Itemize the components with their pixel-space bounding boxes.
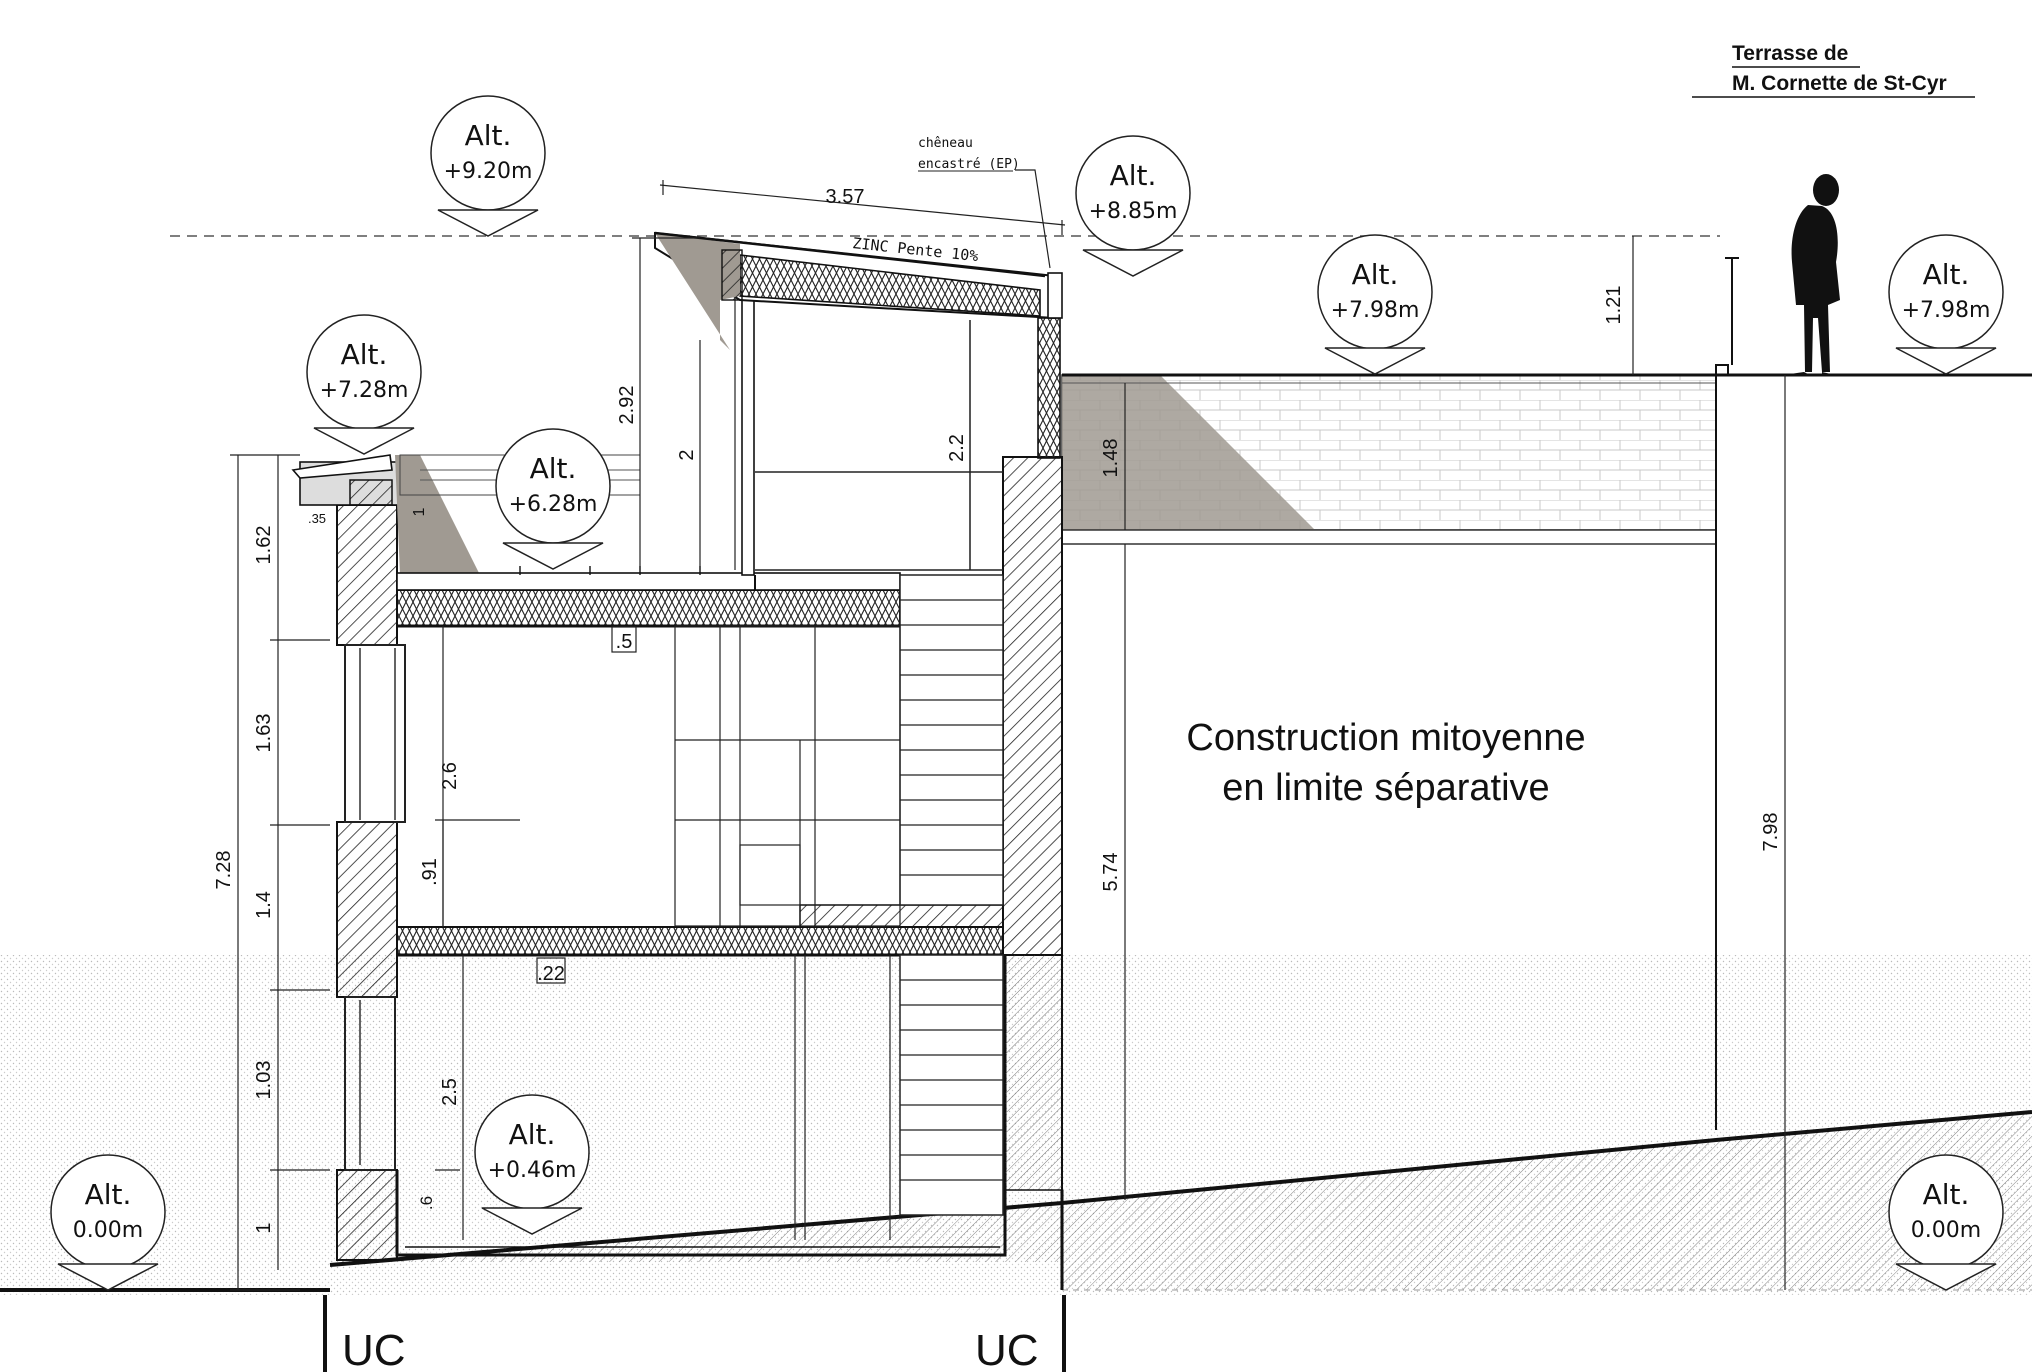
altitude-marker-ground-right: Alt. 0.00m (1888, 1154, 2004, 1291)
altitude-marker-word: Alt. (1923, 1178, 1970, 1211)
header-line2: M. Cornette de St-Cyr (1732, 72, 1947, 95)
dim-sill: .91 (419, 858, 441, 886)
dim-left-seg2: 1.63 (253, 714, 275, 753)
neighbour-label-line1: Construction mitoyenne (1186, 717, 1585, 759)
altitude-marker-terrace-right: Alt. +7.98m (1888, 234, 2004, 375)
altitude-marker-word: Alt. (1110, 159, 1157, 192)
dim-roof-height: 2.92 (616, 386, 638, 425)
neighbour-label-line2: en limite séparative (1222, 767, 1549, 809)
altitude-value-ground-left: 0.00m (73, 1218, 143, 1243)
dim-room-height: 2.6 (439, 762, 461, 790)
altitude-marker-word: Alt. (530, 452, 577, 485)
dim-basement-height: 2.5 (439, 1078, 461, 1106)
altitude-value-basement: +0.46m (488, 1158, 577, 1183)
ground-fill (330, 1110, 2032, 1290)
dim-left-top-small2: 1 (411, 507, 428, 516)
altitude-value-terrace-left: +7.98m (1331, 298, 1420, 323)
altitude-marker-ground-left: Alt. 0.00m (50, 1154, 166, 1291)
dimension-lines (230, 180, 1786, 1291)
altitude-value-terrace-right: +7.98m (1902, 298, 1991, 323)
dim-left-seg5: 1 (253, 1222, 275, 1233)
altitude-marker-basement: Alt. +0.46m (474, 1094, 590, 1235)
main-building (291, 169, 1064, 1290)
altitude-value-ground-right: 0.00m (1911, 1218, 1981, 1243)
dim-roof-length: 3.57 (826, 186, 865, 208)
header-line1: Terrasse de (1732, 42, 1848, 65)
altitude-marker-word: Alt. (341, 338, 388, 371)
altitude-marker-word: Alt. (509, 1118, 556, 1151)
altitude-marker-floor-upper: Alt. +6.28m (495, 428, 611, 570)
altitude-marker-terrace-left: Alt. +7.98m (1317, 234, 1433, 375)
dim-neighbour-height: 5.74 (1100, 853, 1122, 892)
dim-slab-upper: .5 (616, 631, 633, 653)
altitude-marker-word: Alt. (1923, 258, 1970, 291)
dim-terrace-slab: 1.48 (1100, 439, 1122, 478)
altitude-value-roof-left: +7.28m (320, 378, 409, 403)
gutter-note-line1: chêneau (918, 136, 973, 151)
dim-left-top-small: .35 (308, 511, 326, 526)
altitude-marker-word: Alt. (1352, 258, 1399, 291)
altitude-marker-top: Alt. +9.20m (430, 95, 546, 237)
dim-left-seg4: 1.03 (253, 1061, 275, 1100)
dim-left-seg1: 1.62 (253, 526, 275, 565)
ground-slope-line (329, 1110, 2032, 1267)
altitude-marker-word: Alt. (85, 1178, 132, 1211)
altitude-value-floor-upper: +6.28m (509, 492, 598, 517)
dim-left-seg3: 1.4 (253, 891, 275, 919)
zone-label-left: UC (342, 1326, 406, 1372)
dim-upper-room-h1: 2 (676, 449, 698, 460)
dim-parapet: 1.21 (1603, 286, 1625, 325)
altitude-value-top: +9.20m (444, 159, 533, 184)
dim-upper-room-h2: 2.2 (946, 434, 968, 462)
altitude-marker-word: Alt. (465, 119, 512, 152)
person-silhouette (1790, 174, 1840, 376)
dim-left-total: 7.28 (213, 851, 235, 890)
altitude-marker-roof-left: Alt. +7.28m (306, 314, 422, 455)
gutter-note-line2: encastré (EP) (918, 157, 1020, 172)
altitude-value-ridge: +8.85m (1089, 199, 1178, 224)
zone-label-right: UC (975, 1326, 1039, 1372)
dim-basement-step: .6 (417, 1196, 436, 1210)
altitude-marker-ridge: Alt. +8.85m (1075, 135, 1191, 277)
dim-terrace-total: 7.98 (1760, 813, 1782, 852)
dim-slab-lower: .22 (537, 963, 565, 985)
